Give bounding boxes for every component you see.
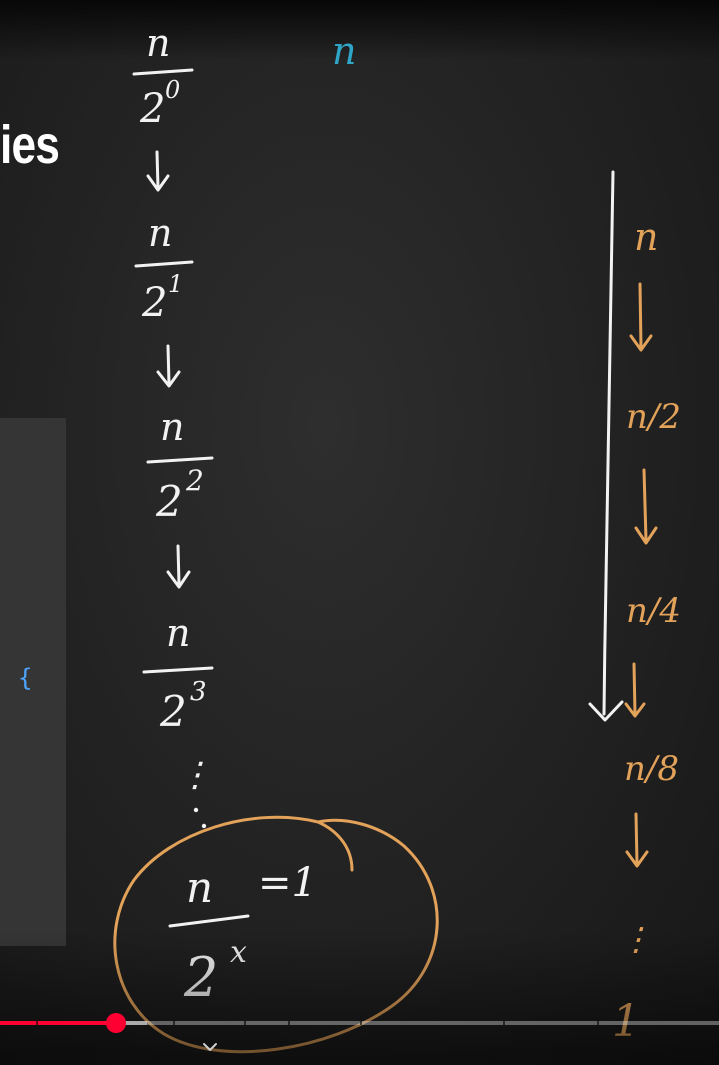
fraction-numerator: n [166,611,190,655]
fraction-n-over-2-pow-1: n 2 1 [134,211,194,326]
fraction-base: 2 [159,687,187,736]
fraction-exponent: 2 [185,464,204,497]
fraction-numerator: n [160,405,184,449]
circled-rhs: =1 [258,860,317,906]
down-arrow-icon [624,662,646,718]
fraction-exponent: 1 [168,270,183,298]
chapter-gap [596,1021,599,1025]
chapter-gap [35,1021,38,1025]
chapter-gap [359,1021,362,1025]
chapter-gap [287,1021,290,1025]
ellipsis-dots: ⋮ [178,755,212,829]
fraction-exponent: 3 [190,677,207,707]
down-arrow-icon [625,812,649,868]
ellipsis-glyph: ⋮ [178,755,212,795]
fraction-numerator: n [146,21,170,65]
fraction-bar [146,456,214,464]
fraction-n-over-2-pow-3: n 2 3 [142,611,214,736]
down-arrow-icon [634,468,658,545]
top-label-n: n [332,29,356,73]
chapter-gap [244,1021,247,1025]
circled-numerator: n [186,863,213,912]
down-arrow-icon [629,282,653,352]
fraction-numerator: n [148,211,172,255]
progress-scrubber-handle[interactable] [106,1013,127,1033]
down-arrow-icon [156,344,181,388]
slide-title-fragment: ies [0,115,60,175]
fraction-bar [142,666,214,674]
down-arrow-icon [146,150,170,192]
fraction-base: 2 [155,477,183,526]
fraction-base: 2 [141,280,167,326]
long-down-arrow-icon [588,170,624,722]
slide-code-panel [0,418,66,946]
progress-played [0,1021,117,1025]
series-term-n: n [634,215,658,259]
fraction-base: 2 [139,86,165,132]
series-term-n-over-8: n/8 [624,749,679,789]
series-term-n-over-4: n/4 [626,591,681,631]
down-arrow-icon [166,544,191,589]
top-vignette [0,0,719,60]
bottom-vignette [0,930,719,1065]
fraction-exponent: 0 [165,76,180,104]
chapter-gap [503,1021,506,1025]
fraction-bar [134,260,194,268]
chevron-down-icon[interactable] [201,1040,219,1054]
video-progress-bar[interactable] [0,1013,719,1033]
series-term-n-over-2: n/2 [626,397,681,437]
fraction-n-over-2-pow-2: n 2 2 [146,405,214,526]
fraction-bar [132,68,194,76]
code-brace: { [18,664,33,692]
fraction-n-over-2-pow-0: n 2 0 [132,21,194,132]
chapter-gap [172,1021,175,1025]
circled-fraction-bar [168,914,250,928]
